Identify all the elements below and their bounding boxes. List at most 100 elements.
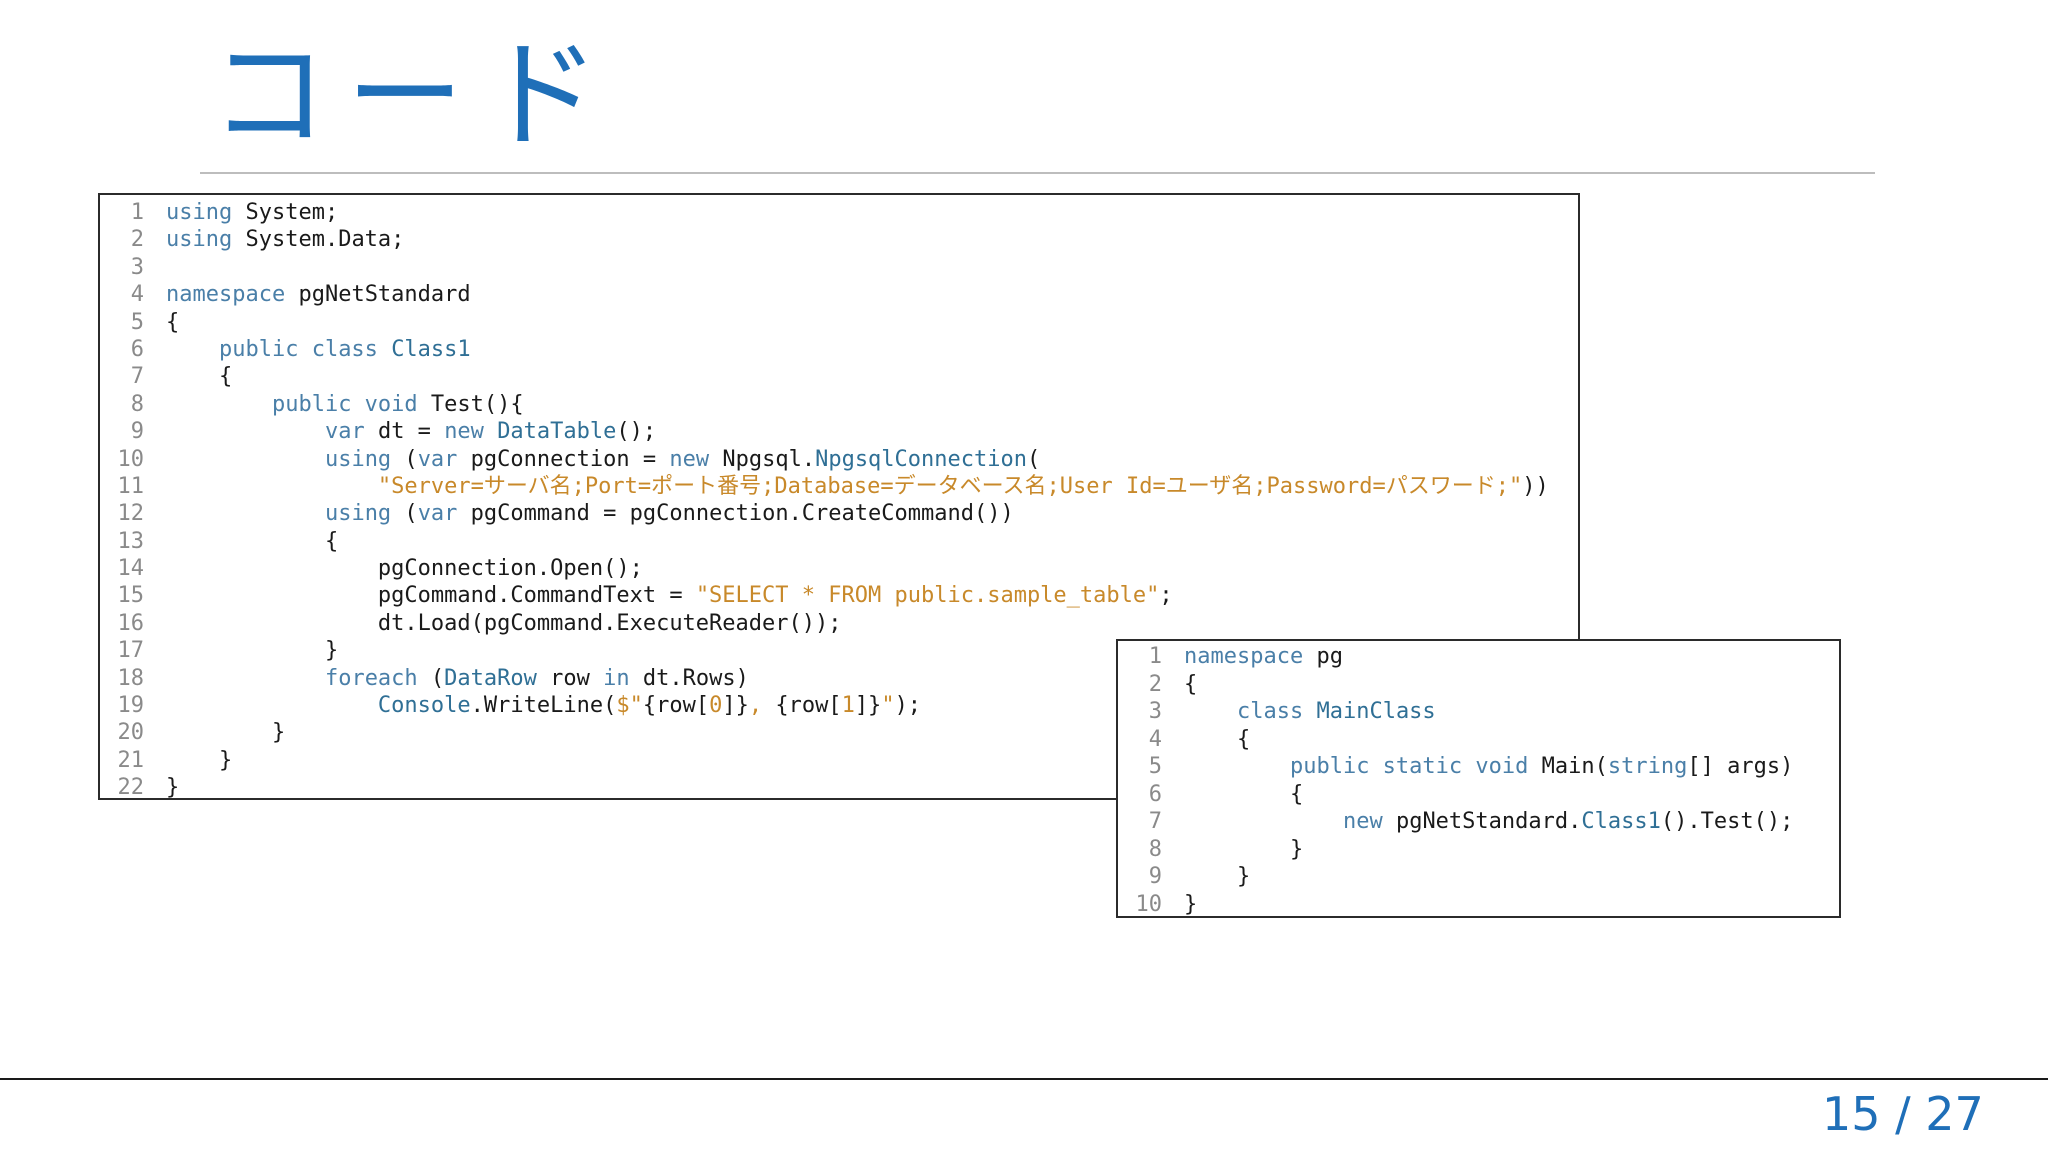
- code-token: public static void: [1289, 754, 1529, 779]
- code-token: [166, 666, 325, 691]
- code-token: public void: [271, 391, 418, 417]
- code-token: 1: [841, 693, 855, 719]
- code-token: Class1: [391, 336, 471, 362]
- code-line: 4 {: [1118, 726, 1839, 754]
- slide-title: コード: [210, 26, 619, 164]
- code-token: dt.Rows): [629, 665, 749, 691]
- code-token: using: [166, 200, 233, 225]
- code-text: namespace pg: [1184, 643, 1343, 671]
- code-token: Test(){: [417, 391, 524, 417]
- code-token: {: [166, 528, 339, 554]
- code-token: 0: [709, 693, 723, 719]
- code-token: [1184, 754, 1290, 779]
- code-line: 19 Console.WriteLine($"{row[0]}, {row[1]…: [100, 692, 1578, 719]
- code-token: (: [391, 446, 418, 472]
- code-token: pgConnection.Open();: [166, 556, 643, 582]
- code-token: ();: [616, 419, 657, 445]
- code-token: pgConnection =: [457, 446, 670, 472]
- code-token: public class: [218, 336, 378, 362]
- code-text: namespace pgNetStandard: [166, 281, 471, 308]
- code-token: [166, 447, 325, 472]
- code-token: [] args): [1687, 754, 1794, 779]
- code-token: $": [616, 693, 643, 719]
- code-text: var dt = new DataTable();: [166, 418, 656, 445]
- code-token: pgCommand = pgConnection.CreateCommand()…: [457, 501, 1014, 527]
- code-line: 2{: [1118, 671, 1839, 699]
- code-token: DataTable: [497, 419, 617, 445]
- line-number: 4: [1148, 726, 1162, 752]
- code-token: class: [1236, 699, 1304, 724]
- code-text: dt.Load(pgCommand.ExecuteReader());: [166, 610, 842, 637]
- code-text: class MainClass: [1184, 698, 1436, 726]
- line-number: 3: [130, 254, 144, 280]
- line-number: 20: [117, 720, 145, 746]
- code-line: 1 namespace pg: [1118, 643, 1839, 671]
- code-token: {: [1184, 671, 1198, 697]
- line-number: 2: [130, 227, 144, 253]
- code-token: string: [1607, 754, 1688, 779]
- code-token: }: [1184, 864, 1251, 889]
- code-token: using: [166, 227, 233, 253]
- code-token: )): [1522, 473, 1549, 499]
- code-token: [166, 337, 219, 362]
- code-line: 8 public void Test(){: [100, 391, 1578, 418]
- code-text: public class Class1: [166, 336, 471, 363]
- code-token: MainClass: [1316, 699, 1436, 724]
- code-token: ]}: [854, 693, 882, 719]
- line-number: 4: [130, 282, 144, 308]
- code-token: [166, 501, 325, 526]
- code-token: (: [1027, 446, 1041, 472]
- line-number: 14: [117, 556, 145, 582]
- code-text: using System.Data;: [166, 226, 404, 253]
- code-text: using System;: [166, 199, 338, 226]
- code-text: new pgNetStandard.Class1().Test();: [1184, 808, 1793, 836]
- footer-divider: [0, 1078, 2048, 1080]
- code-line: 18 foreach (DataRow row in dt.Rows): [100, 665, 1578, 692]
- code-token: new: [669, 446, 710, 472]
- code-text: public void Test(){: [166, 391, 524, 418]
- code-token: (: [417, 665, 445, 691]
- line-number: 17: [117, 638, 145, 664]
- code-token: foreach: [324, 665, 418, 691]
- code-token: pg: [1303, 644, 1343, 669]
- line-number: 3: [1148, 699, 1162, 724]
- code-line: 20 }: [100, 719, 1578, 746]
- line-number: 1: [1148, 644, 1162, 669]
- code-token: DataRow: [444, 665, 537, 691]
- code-line: 6 {: [1118, 781, 1839, 809]
- code-token: System.Data;: [232, 227, 405, 253]
- line-number: 6: [130, 336, 144, 362]
- code-token: [484, 419, 497, 444]
- code-token: {: [1184, 726, 1251, 752]
- code-text: using (var pgCommand = pgConnection.Crea…: [166, 500, 1014, 527]
- code-token: Main(: [1528, 754, 1608, 779]
- code-token: using: [324, 501, 392, 527]
- code-line: 21 }: [100, 747, 1578, 774]
- line-number: 10: [117, 446, 145, 472]
- code-token: [1303, 699, 1316, 724]
- code-line: 12 using (var pgCommand = pgConnection.C…: [100, 500, 1578, 527]
- code-text: }: [166, 774, 179, 798]
- code-token: var: [417, 501, 458, 527]
- code-token: ]}: [722, 693, 749, 719]
- code-text: }: [1184, 891, 1197, 917]
- line-number: 7: [130, 364, 144, 390]
- code-token: "Server=サーバ名;Port=ポート番号;Database=データベース名…: [377, 473, 1523, 499]
- line-number: 5: [130, 309, 144, 335]
- code-token: Class1: [1581, 809, 1661, 834]
- line-number: 11: [117, 473, 145, 499]
- code-line: 8 }: [1118, 836, 1839, 864]
- code-text: pgConnection.Open();: [166, 555, 643, 582]
- code-token: }: [166, 720, 286, 746]
- code-line: 17 }: [100, 637, 1578, 664]
- code-token: System;: [232, 200, 339, 225]
- title-divider: [200, 172, 1875, 174]
- code-token: }: [166, 638, 339, 664]
- code-token: {row[: [642, 693, 710, 719]
- code-token: pgCommand.CommandText =: [166, 583, 696, 609]
- code-line: 10 using (var pgConnection = new Npgsql.…: [100, 446, 1578, 473]
- code-line: 10}: [1118, 891, 1839, 917]
- code-token: using: [324, 446, 392, 472]
